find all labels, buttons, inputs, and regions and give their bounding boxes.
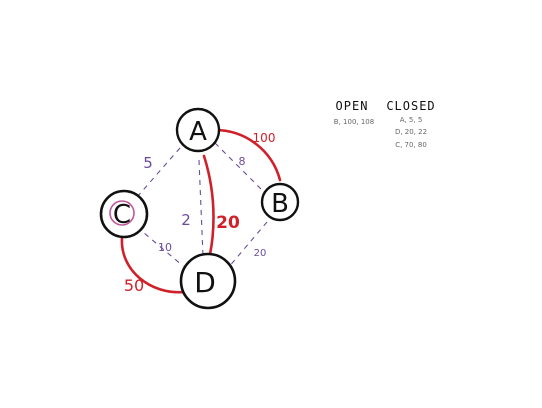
open-list: OPEN B, 100, 108 <box>334 99 374 126</box>
edges-layer <box>136 142 268 269</box>
node-d-circle <box>179 252 237 310</box>
edge-a-d <box>198 159 204 257</box>
closed-list-title: CLOSED <box>386 99 435 113</box>
node-b[interactable]: B <box>260 182 300 222</box>
edge-a-d-weight: 2 <box>181 211 191 229</box>
closed-list-item: D, 20, 22 <box>395 128 427 136</box>
edge-a-b <box>214 142 266 194</box>
edge-b-d <box>227 221 268 269</box>
red-path-a-b <box>213 128 282 182</box>
node-a-label: A <box>189 117 207 147</box>
edge-b-d-weight: 20 <box>254 248 267 259</box>
node-c-label: C <box>113 200 131 230</box>
closed-list: CLOSED A, 5, 5 D, 20, 22 C, 70, 80 <box>386 99 435 149</box>
edge-a-c <box>136 147 181 198</box>
node-d-label: D <box>194 266 216 299</box>
node-c-circle <box>99 189 149 239</box>
closed-list-item: C, 70, 80 <box>395 141 427 149</box>
node-b-circle <box>260 182 300 222</box>
edge-a-b-weight: 8 <box>239 155 246 168</box>
red-label-c-d: 50 <box>124 276 144 295</box>
edge-c-d <box>136 226 184 267</box>
red-path-c-d <box>120 236 187 294</box>
closed-list-item: A, 5, 5 <box>400 116 423 124</box>
node-b-label: B <box>271 189 289 219</box>
node-d[interactable]: D <box>179 252 237 310</box>
node-c[interactable]: C <box>99 189 149 239</box>
open-list-title: OPEN <box>336 99 369 113</box>
node-c-highlight-ring <box>109 200 135 226</box>
node-a[interactable]: A <box>175 107 221 153</box>
red-label-a-d: 20 <box>216 213 240 233</box>
node-a-circle <box>175 107 221 153</box>
red-label-a-b: 100 <box>253 131 276 145</box>
edge-a-c-weight: 5 <box>143 154 153 172</box>
red-path-a-d <box>202 154 215 265</box>
edge-c-d-weight: 10 <box>158 241 172 254</box>
open-list-item: B, 100, 108 <box>334 118 374 126</box>
